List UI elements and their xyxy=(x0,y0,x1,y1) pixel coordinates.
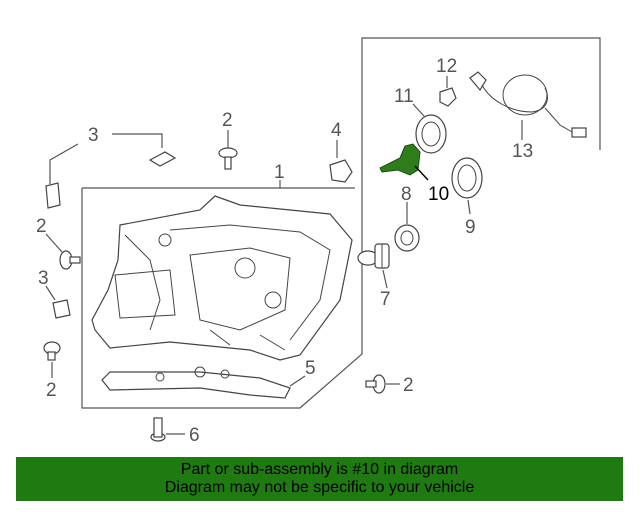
connector[interactable] xyxy=(439,87,457,107)
callout-2-right: 2 xyxy=(403,375,414,396)
assembly-outline xyxy=(81,37,601,409)
callout-6: 6 xyxy=(189,425,200,446)
banner-line-1: Part or sub-assembly is #10 in diagram xyxy=(180,461,459,478)
callout-10: 10 xyxy=(428,184,449,205)
callout-2-top: 2 xyxy=(222,110,233,131)
callout-11: 11 xyxy=(394,86,414,107)
info-banner: Part or sub-assembly is #10 in diagram D… xyxy=(16,457,623,501)
callout-1: 1 xyxy=(274,162,285,183)
screw-right-lower[interactable] xyxy=(365,374,386,394)
socket[interactable] xyxy=(394,224,420,252)
callout-4: 4 xyxy=(331,120,342,141)
lower-bracket[interactable] xyxy=(101,366,291,399)
headlamp-housing[interactable] xyxy=(91,195,353,361)
callout-5: 5 xyxy=(305,358,316,379)
screw-left-lower[interactable] xyxy=(43,341,61,361)
callout-3-left: 3 xyxy=(38,268,49,289)
highlighted-part-10[interactable] xyxy=(379,143,421,176)
bulb[interactable] xyxy=(357,243,390,269)
callout-2-left-upper: 2 xyxy=(36,216,47,237)
callout-3-top: 3 xyxy=(88,125,99,146)
clip-top[interactable] xyxy=(148,151,177,167)
callout-13: 13 xyxy=(512,141,533,162)
pin[interactable] xyxy=(150,417,166,442)
callout-9: 9 xyxy=(465,217,476,238)
clip-left-upper[interactable] xyxy=(45,182,61,209)
cap-ring-9[interactable] xyxy=(451,157,483,199)
screw-left-upper[interactable] xyxy=(59,250,81,270)
callout-7: 7 xyxy=(380,289,391,310)
clip-left-lower[interactable] xyxy=(52,299,71,319)
nut-bracket[interactable] xyxy=(329,159,353,183)
banner-line-2: Diagram may not be specific to your vehi… xyxy=(164,479,475,496)
callout-2-left-lower: 2 xyxy=(46,380,57,401)
screw-top[interactable] xyxy=(218,147,238,170)
cap-ring-11[interactable] xyxy=(415,114,447,154)
callout-12: 12 xyxy=(436,56,457,77)
leader-lines xyxy=(45,76,523,435)
callout-8: 8 xyxy=(401,184,412,205)
wire-harness[interactable] xyxy=(469,71,587,138)
